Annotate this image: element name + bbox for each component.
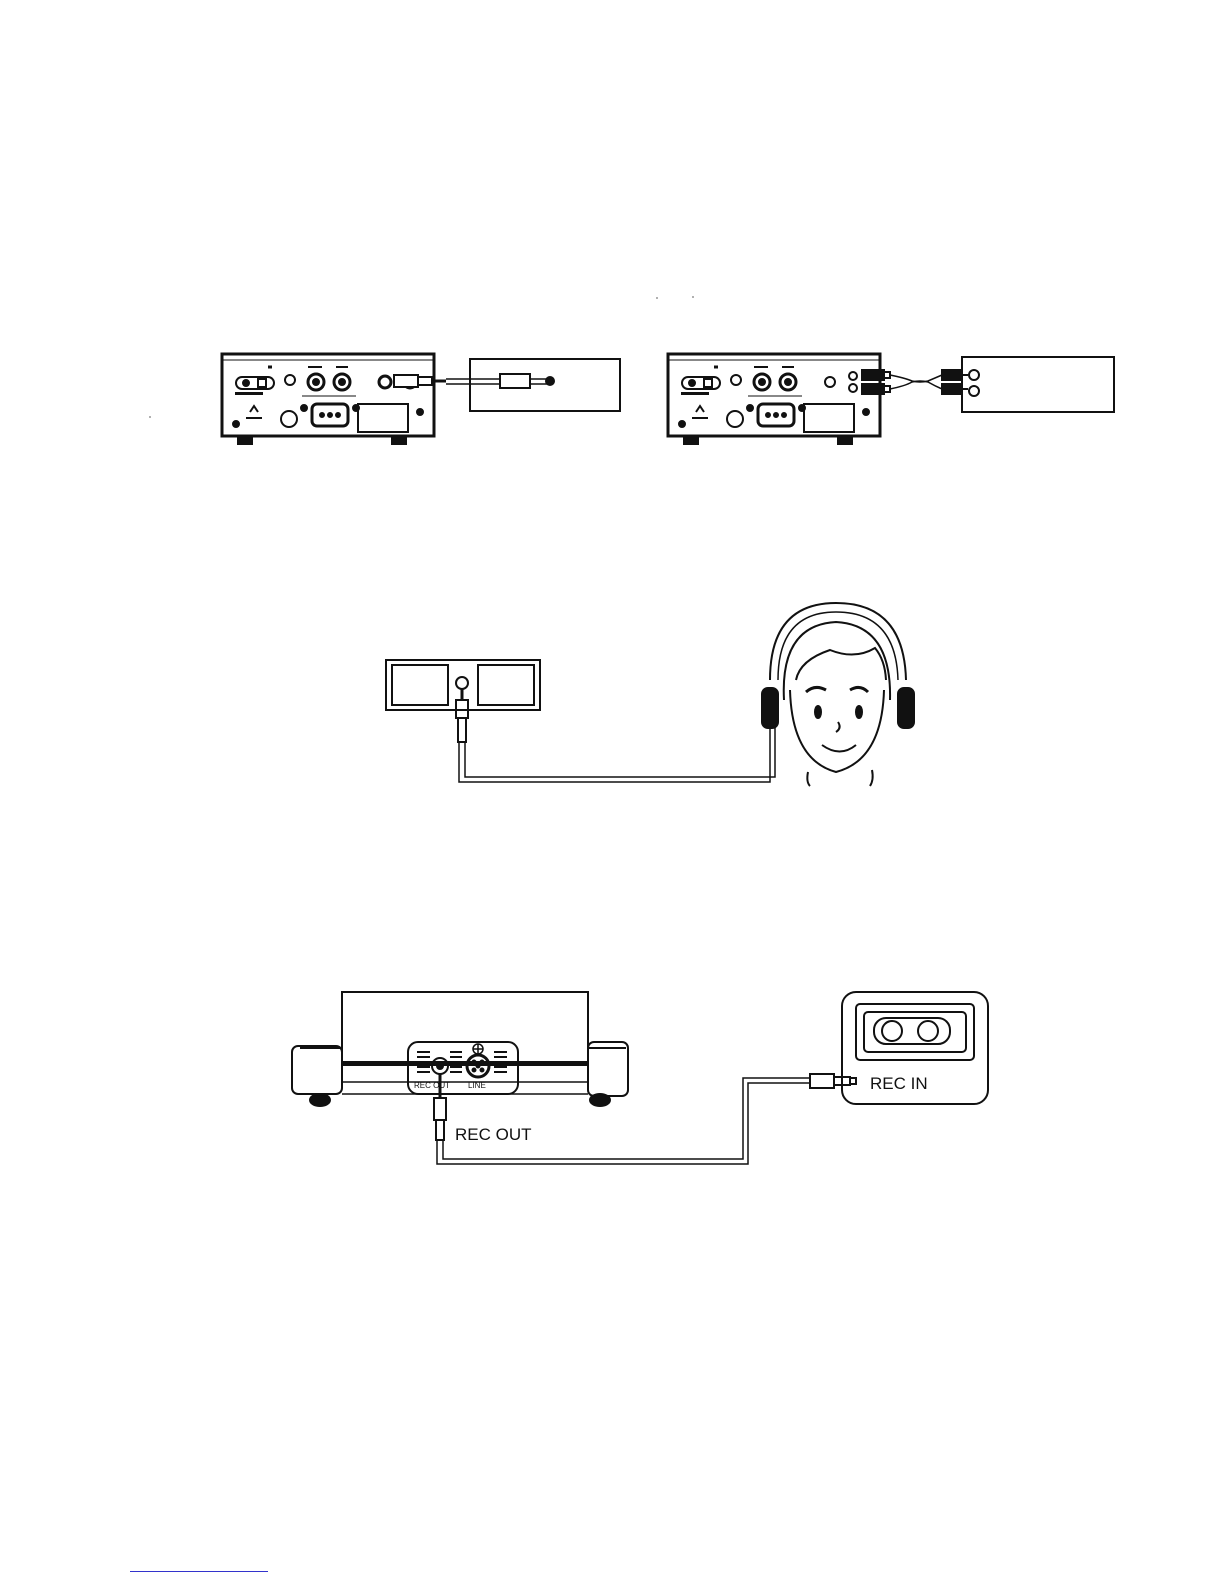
external-device-2 <box>962 357 1114 412</box>
figure-4-rec-out-connection: REC OUT LINE REC OUT REC IN <box>292 992 988 1164</box>
rec-in-label: REC IN <box>870 1074 928 1093</box>
panel-rec-out-label: REC OUT <box>414 1081 450 1090</box>
rec-out-label: REC OUT <box>455 1125 532 1144</box>
amplifier-rear-panel-1 <box>222 354 434 444</box>
amplifier-rear-panel-2 <box>668 354 880 444</box>
figure-1-mono-connection <box>222 354 620 444</box>
panel-line-label: LINE <box>468 1081 486 1090</box>
external-device-1 <box>470 359 620 411</box>
figure-3-headphone-connection <box>386 603 914 786</box>
headphone-cable <box>456 689 775 782</box>
mono-cable-1 <box>394 374 554 388</box>
person-with-headphones <box>762 603 914 786</box>
scan-specks <box>149 296 694 418</box>
figure-2-stereo-connection <box>668 354 1114 444</box>
stereo-rca-cable <box>862 370 968 394</box>
rec-out-connector-panel: REC OUT LINE <box>408 1042 518 1094</box>
footer-link-rule <box>130 1571 268 1572</box>
main-unit-body <box>292 992 628 1106</box>
rec-out-cable <box>434 1074 856 1164</box>
headphone-source-unit <box>386 660 540 710</box>
